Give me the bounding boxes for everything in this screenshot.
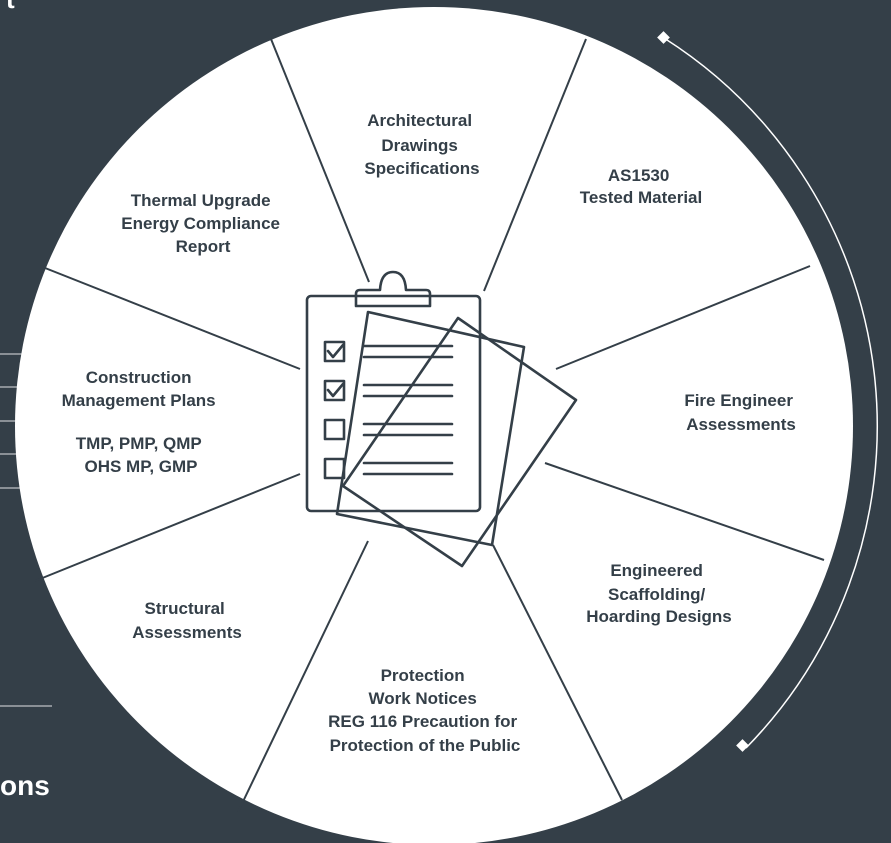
segment-label-line: Management Plans (62, 391, 216, 410)
segment-construction-plans: Construction Management Plans TMP, PMP, … (62, 368, 221, 476)
arc-end-diamond (657, 31, 670, 44)
svg-text:Engineered Scaffolding/: Engineered Scaffolding/ Hoarding Designs (586, 561, 731, 626)
wheel-divider-line (483, 38, 587, 292)
svg-text:AS1530 Tested Material: AS1530 Tested Material (580, 166, 703, 207)
segment-label-line: Energy Compliance (121, 214, 280, 233)
wheel-divider-line (270, 38, 370, 283)
segment-scaffolding: Engineered Scaffolding/ Hoarding Designs (586, 561, 731, 626)
segment-thermal-upgrade: Thermal Upgrade Energy Compliance Report (121, 191, 284, 256)
empty-box-icon (323, 418, 346, 441)
checked-box-icon (323, 379, 346, 402)
svg-text:Structural Assessments: Structural Assessments (132, 599, 242, 642)
partial-heading-top: t (6, 0, 15, 15)
segment-label-line: Thermal Upgrade (131, 191, 271, 210)
segment-label-line: Structural (144, 599, 224, 618)
segment-label-line: Construction (86, 368, 192, 387)
back-sheet-icon (341, 316, 578, 568)
segment-label-line: Engineered (610, 561, 703, 580)
segment-label-line: Protection of the Public (330, 736, 521, 755)
partial-heading-bottom: ons (0, 770, 50, 801)
checklist-rows (323, 340, 454, 480)
clipboard-board-icon (305, 294, 482, 513)
segment-label-line: OHS MP, GMP (84, 457, 197, 476)
segment-protection: Protection Work Notices REG 116 Precauti… (328, 666, 522, 755)
segment-label-line: Scaffolding/ (608, 585, 706, 604)
checkmark-icon (326, 343, 345, 359)
svg-text:Fire Engineer Assessment: Fire Engineer Assessments (684, 391, 797, 434)
wheel-divider-line (492, 544, 623, 801)
segment-label-line: TMP, PMP, QMP (76, 434, 202, 453)
segment-label-line: Fire Engineer (684, 391, 793, 410)
wheel-divider-line (34, 473, 301, 582)
wheel-divider-line (555, 265, 811, 370)
segment-architectural: Architectural Drawings Specifications (364, 111, 479, 178)
empty-box-icon (323, 457, 346, 480)
wheel-divider-line (39, 265, 301, 370)
segment-fire-engineer: Fire Engineer Assessments (684, 391, 797, 434)
clipboard-clip-icon (354, 270, 432, 308)
checked-box-icon (323, 340, 346, 363)
segment-structural: Structural Assessments (132, 599, 242, 642)
segment-label-line: REG 116 Precaution for (328, 712, 517, 731)
segment-label-line: Protection (381, 666, 465, 685)
arc-end-diamond (736, 739, 749, 752)
segment-label-line: Hoarding Designs (586, 607, 731, 626)
wheel-divider-line (237, 540, 369, 813)
segment-label-line: AS1530 (608, 166, 669, 185)
segment-label-line: Tested Material (580, 188, 703, 207)
segment-label-line: Architectural (367, 111, 472, 130)
checkmark-icon (326, 382, 345, 398)
segment-as1530: AS1530 Tested Material (580, 166, 703, 207)
svg-text:Thermal Upgrade Energy C: Thermal Upgrade Energy Compliance Report (121, 191, 284, 256)
segment-label-line: Report (176, 237, 231, 256)
clipboard-checklist-icon (305, 270, 578, 568)
wheel-dividers (34, 38, 825, 813)
segment-label-line: Assessments (686, 415, 796, 434)
svg-text:Protection Work Notices: Protection Work Notices REG 116 Precauti… (328, 666, 522, 755)
svg-text:Construction Management: Construction Management Plans TMP, PMP, … (62, 368, 221, 476)
svg-text:Architectural Drawings: Architectural Drawings Specifications (364, 111, 479, 178)
segment-label-line: Drawings (381, 136, 458, 155)
back-sheet-icon (335, 310, 526, 547)
segment-label-line: Specifications (364, 159, 479, 178)
segment-label-line: Work Notices (368, 689, 476, 708)
wheel-divider-line (544, 462, 825, 561)
segment-label-line: Assessments (132, 623, 242, 642)
